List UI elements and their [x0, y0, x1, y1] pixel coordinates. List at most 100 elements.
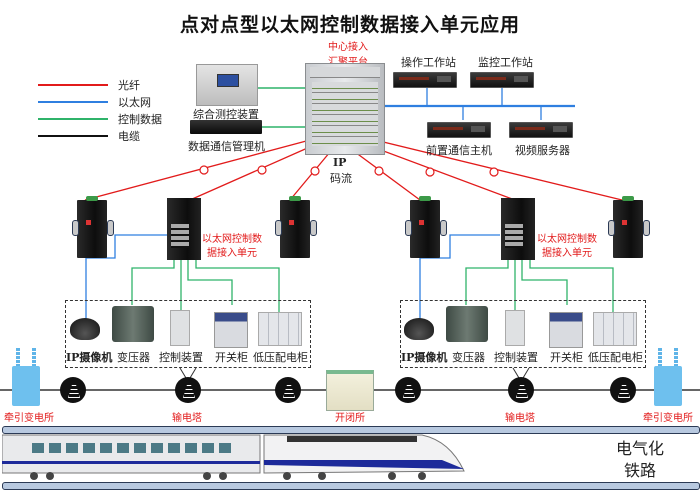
fiber-converter-4: [608, 196, 650, 258]
equipment-label: IP摄像机: [401, 351, 448, 364]
low-voltage-cabinet-icon: [593, 312, 637, 346]
ethernet-access-unit-left: [167, 198, 201, 260]
unit-label-line2: 据接入单元: [207, 248, 257, 259]
fiber-line: [189, 145, 313, 201]
unit-label-left: 以太网控制数 据接入单元: [202, 233, 262, 261]
control-device-icon: [505, 310, 525, 346]
ip-camera-icon: [70, 318, 100, 340]
comm-manager-device: [190, 120, 262, 134]
equipment-label: 低压配电柜: [253, 351, 308, 364]
legend-label: 控制数据: [118, 113, 162, 126]
fiber-line: [84, 139, 311, 201]
fiber-marker: [489, 167, 499, 177]
comm-manager-label: 数据通信管理机: [188, 140, 265, 153]
equipment-label: 开关柜: [215, 351, 248, 364]
center-label-line1: 中心接入: [328, 42, 368, 53]
center-label-line2: 汇聚平台: [318, 53, 378, 68]
video-server: [509, 122, 573, 138]
rail-bottom: [2, 482, 700, 490]
op-station-label: 操作工作站: [401, 56, 456, 69]
ethernet-access-unit-right: [501, 198, 535, 260]
fiber-marker: [374, 166, 384, 176]
equipment-label: 变压器: [117, 351, 150, 364]
railway-label: 电气化 铁路: [616, 438, 664, 482]
equipment-label: 控制装置: [494, 351, 538, 364]
lightning-icon: [654, 366, 682, 406]
fiber-converter-1: [72, 196, 114, 258]
transmission-tower-icon: [508, 377, 534, 403]
page-title: 点对点型以太网控制数据接入单元应用: [179, 14, 520, 36]
railway-label-line2: 铁路: [624, 461, 657, 480]
legend-item-control: 控制数据: [38, 112, 162, 126]
switching-station-icon: [326, 370, 374, 411]
unit-label-right: 以太网控制数 据接入单元: [537, 233, 597, 261]
transmission-tower-icon: [395, 377, 421, 403]
control-device-icon: [170, 310, 190, 346]
lightning-icon: [12, 366, 40, 406]
fiber-marker: [425, 167, 435, 177]
traction-substation-left: [12, 348, 40, 408]
op-station-server: [393, 72, 457, 88]
equipment-label: 控制装置: [159, 351, 203, 364]
measure-control-device: [196, 64, 258, 106]
low-voltage-cabinet-icon: [258, 312, 302, 346]
video-server-label: 视频服务器: [515, 144, 570, 157]
front-host-label: 前置通信主机: [426, 144, 492, 157]
tower-label-right: 输电塔: [505, 413, 535, 424]
fiber-line: [369, 145, 516, 201]
transmission-tower-icon: [610, 377, 636, 403]
fiber-converter-3: [405, 196, 447, 258]
device-screen: [217, 74, 239, 87]
unit-label-line2: 据接入单元: [542, 248, 592, 259]
stream-label: 码流: [330, 172, 352, 185]
unit-label-line1: 以太网控制数: [202, 234, 262, 245]
traction-sub-label-left: 牵引变电所: [4, 413, 54, 424]
equipment-label: 低压配电柜: [588, 351, 643, 364]
fiber-converter-2: [275, 196, 317, 258]
legend-label: 电缆: [118, 130, 140, 143]
legend-label: 光纤: [118, 79, 140, 92]
transformer-icon: [446, 306, 488, 342]
legend-swatch: [38, 135, 108, 137]
legend-label: 以太网: [118, 96, 151, 109]
legend-swatch: [38, 84, 108, 86]
unit-label-line1: 以太网控制数: [537, 234, 597, 245]
railway-label-line1: 电气化: [616, 439, 665, 458]
fiber-lines: [84, 139, 623, 201]
legend-item-cable: 电缆: [38, 129, 140, 143]
switch-station-label: 开闭所: [335, 413, 365, 424]
ip-camera-icon: [404, 318, 434, 340]
switchgear-icon: [549, 312, 583, 348]
transmission-tower-icon: [175, 377, 201, 403]
monitor-station-server: [470, 72, 534, 88]
legend-swatch: [38, 118, 108, 120]
train-icon: [2, 434, 465, 480]
tower-label-left: 输电塔: [172, 413, 202, 424]
monitor-station-label: 监控工作站: [478, 56, 533, 69]
center-label: 中心接入 汇聚平台: [318, 38, 378, 68]
fiber-line: [289, 151, 331, 201]
equipment-group-left: [65, 300, 311, 368]
fiber-line: [354, 151, 421, 201]
equipment-group-right: [400, 300, 646, 368]
transformer-icon: [112, 306, 154, 342]
legend-item-ethernet: 以太网: [38, 95, 151, 109]
switchgear-icon: [214, 312, 248, 348]
center-aggregation-rack: [305, 63, 385, 155]
ip-label: IP: [333, 156, 347, 169]
legend-item-fiber: 光纤: [38, 78, 140, 92]
legend-swatch: [38, 101, 108, 103]
transmission-tower-icon: [275, 377, 301, 403]
fiber-line: [374, 139, 623, 201]
measure-control-label: 综合测控装置: [193, 108, 259, 121]
transmission-tower-icon: [60, 377, 86, 403]
fiber-marker: [199, 165, 209, 175]
equipment-label: IP摄像机: [66, 351, 113, 364]
traction-sub-label-right: 牵引变电所: [643, 413, 693, 424]
fiber-marker: [310, 166, 320, 176]
traction-substation-right: [654, 348, 682, 408]
fiber-marker: [257, 165, 267, 175]
equipment-label: 变压器: [452, 351, 485, 364]
